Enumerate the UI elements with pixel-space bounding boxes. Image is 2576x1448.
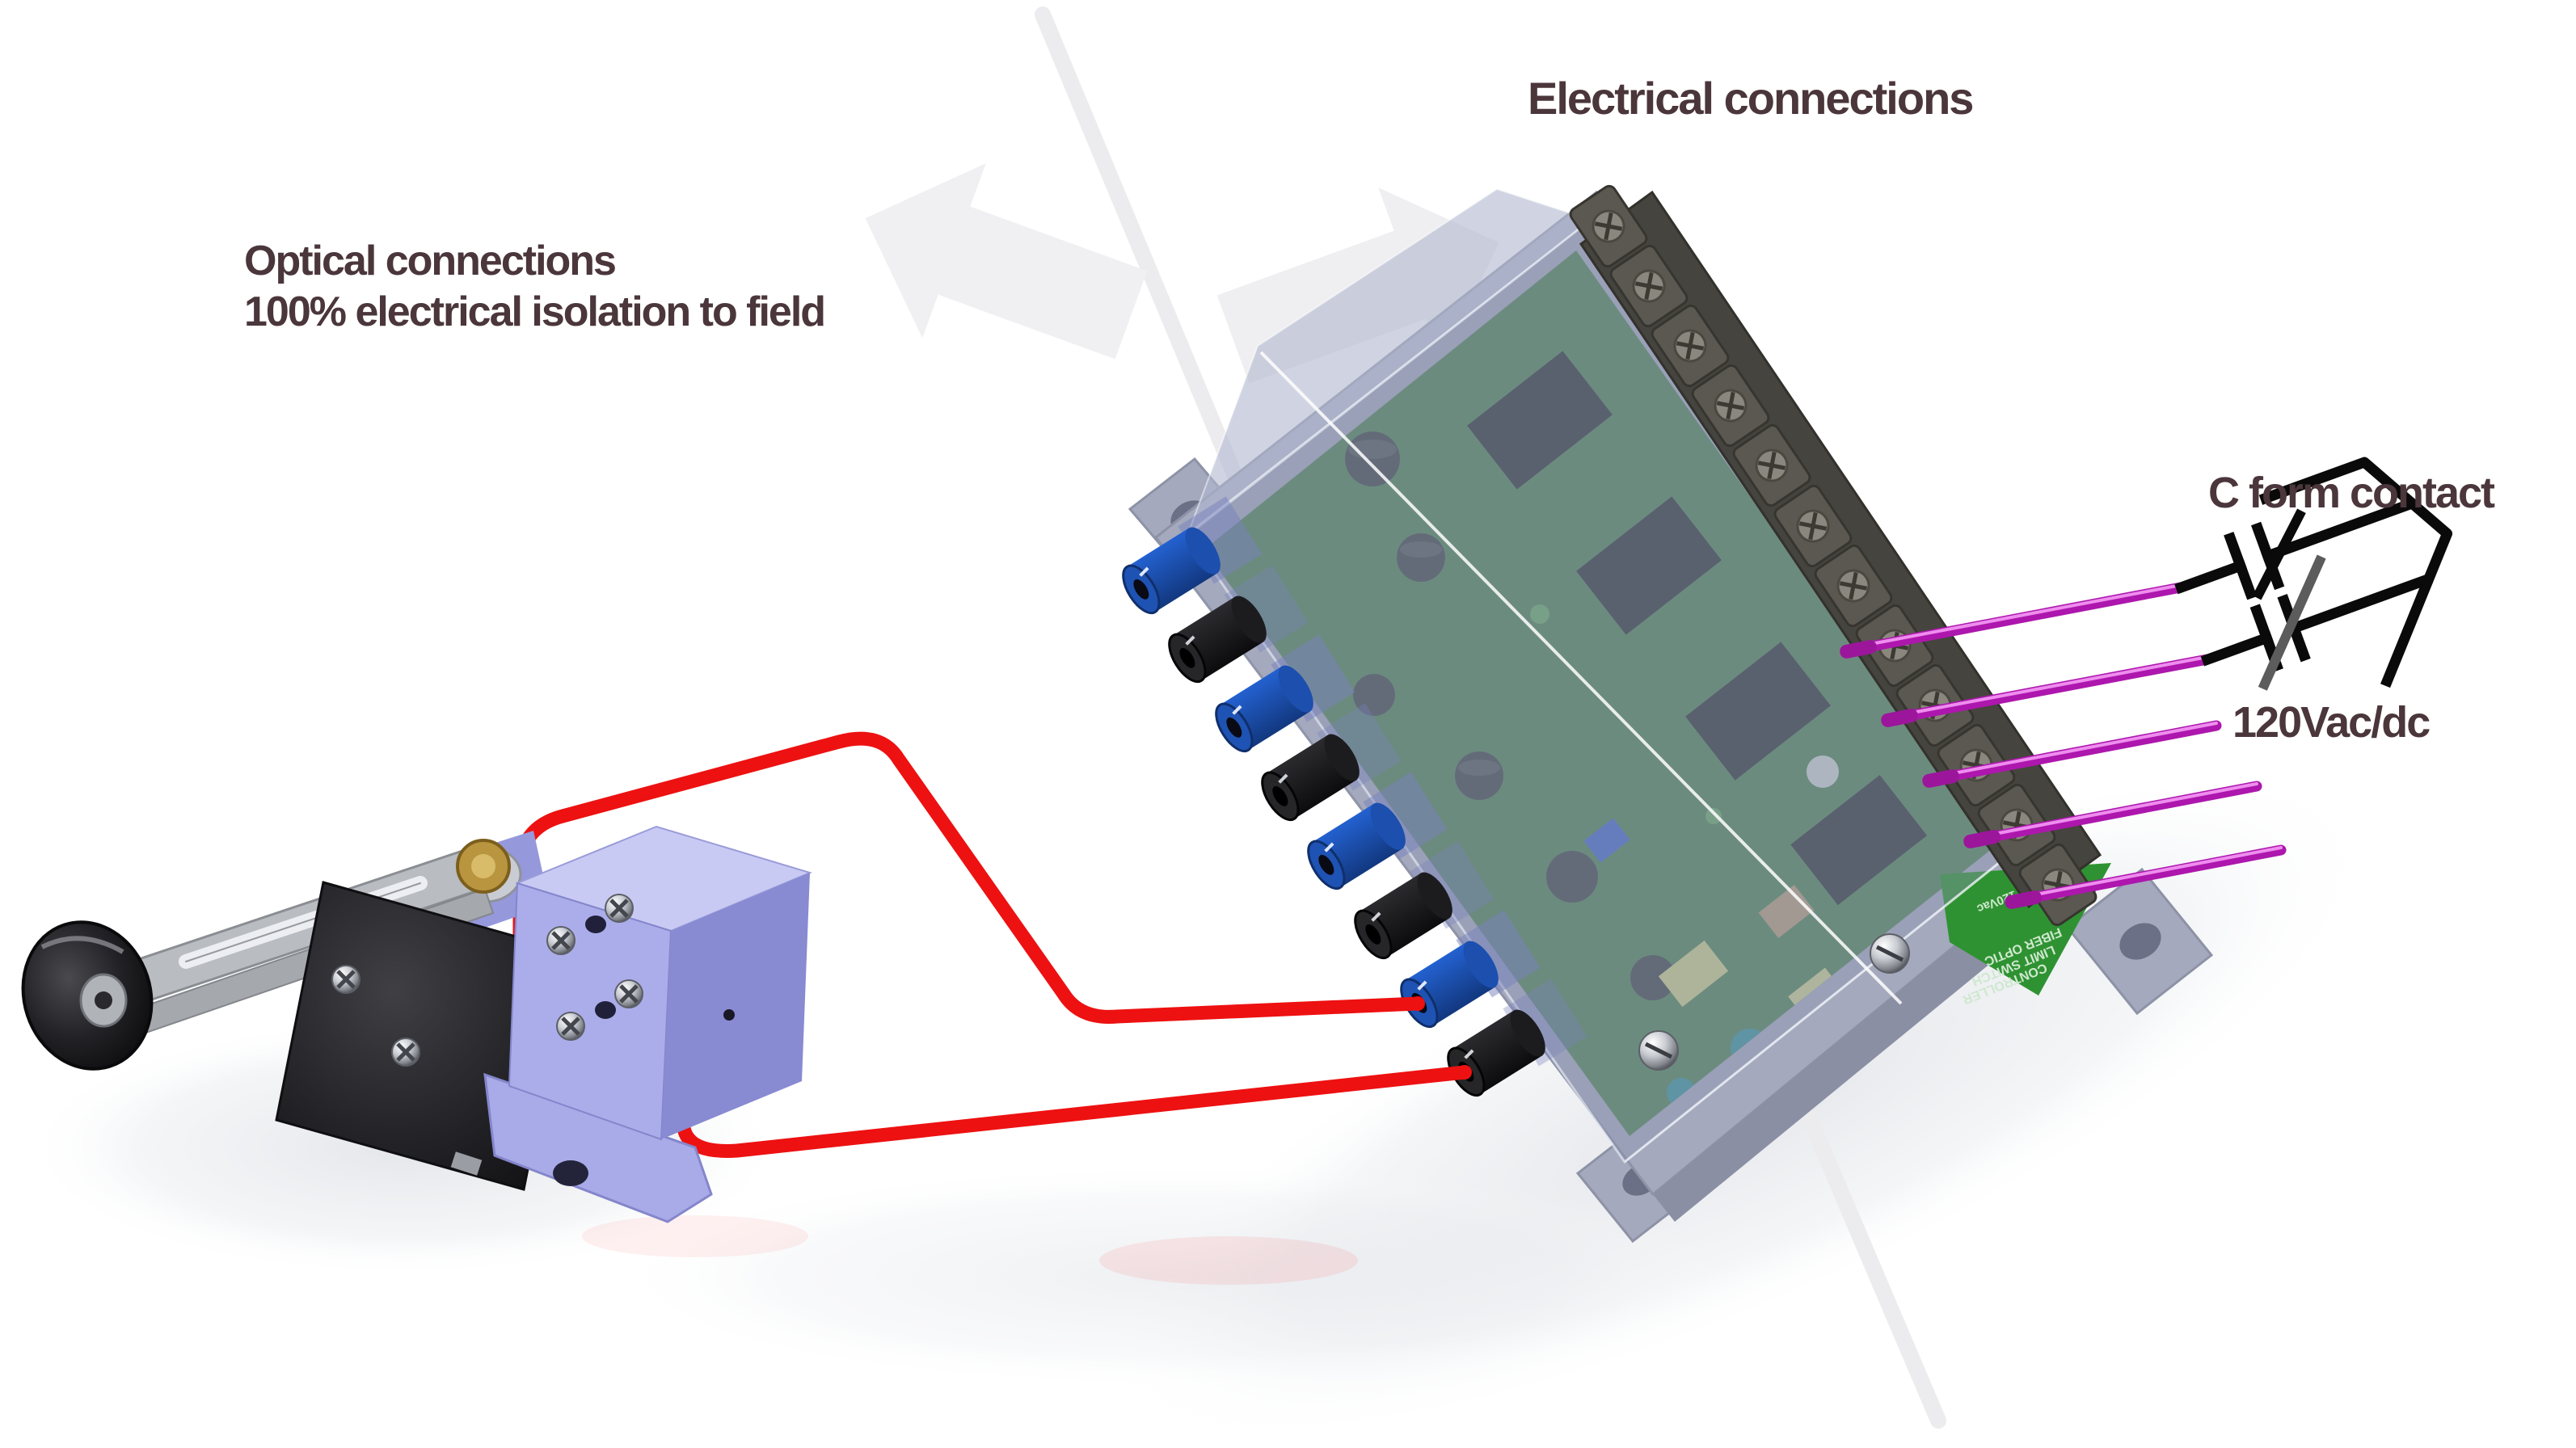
- field-wire: [1935, 720, 2222, 784]
- label-electrical-connections: Electrical connections: [1528, 73, 1974, 124]
- roller: [21, 920, 154, 1071]
- wire-ferrules: [1840, 640, 2042, 909]
- head-aperture-dot: [723, 1009, 735, 1021]
- controller-module: 120Vac FIBER OPTIC LIMIT SWITCH CONTROLL…: [1111, 183, 2287, 1244]
- field-wires: [1840, 582, 2287, 909]
- label-optical-connections: Optical connections 100% electrical isol…: [244, 236, 826, 339]
- chrome-screws: [1638, 933, 1910, 1071]
- body-screw: [392, 1038, 419, 1066]
- limit-switch: [21, 825, 812, 1223]
- glass-edge-highlight: [1259, 351, 1903, 1005]
- body-screw: [332, 966, 360, 993]
- transparent-cover: [1186, 187, 2030, 1164]
- field-wire: [1976, 781, 2262, 844]
- head-fiber-hole: [595, 1001, 616, 1019]
- terminal-block: [1568, 183, 2102, 927]
- field-wire: [2017, 844, 2287, 905]
- moving-contact-slash: [2258, 554, 2326, 691]
- head-side-face: [661, 873, 810, 1139]
- head-fiber-hole: [585, 916, 606, 933]
- diagonal-streak-2: [1801, 1109, 1946, 1429]
- field-wire: [1894, 654, 2213, 723]
- field-wire: [1853, 582, 2186, 655]
- label-voltage: 120Vac/dc: [2232, 698, 2431, 747]
- label-optical-line1: Optical connections: [244, 238, 617, 284]
- label-c-form-contact: C form contact: [2208, 469, 2495, 517]
- motion-arrow-left: [865, 163, 1148, 360]
- optical-head-block: [483, 825, 812, 1223]
- c-form-contact-symbol: [2174, 457, 2453, 691]
- label-optical-line2: 100% electrical isolation to field: [244, 288, 826, 336]
- pivot-nut: [456, 839, 511, 894]
